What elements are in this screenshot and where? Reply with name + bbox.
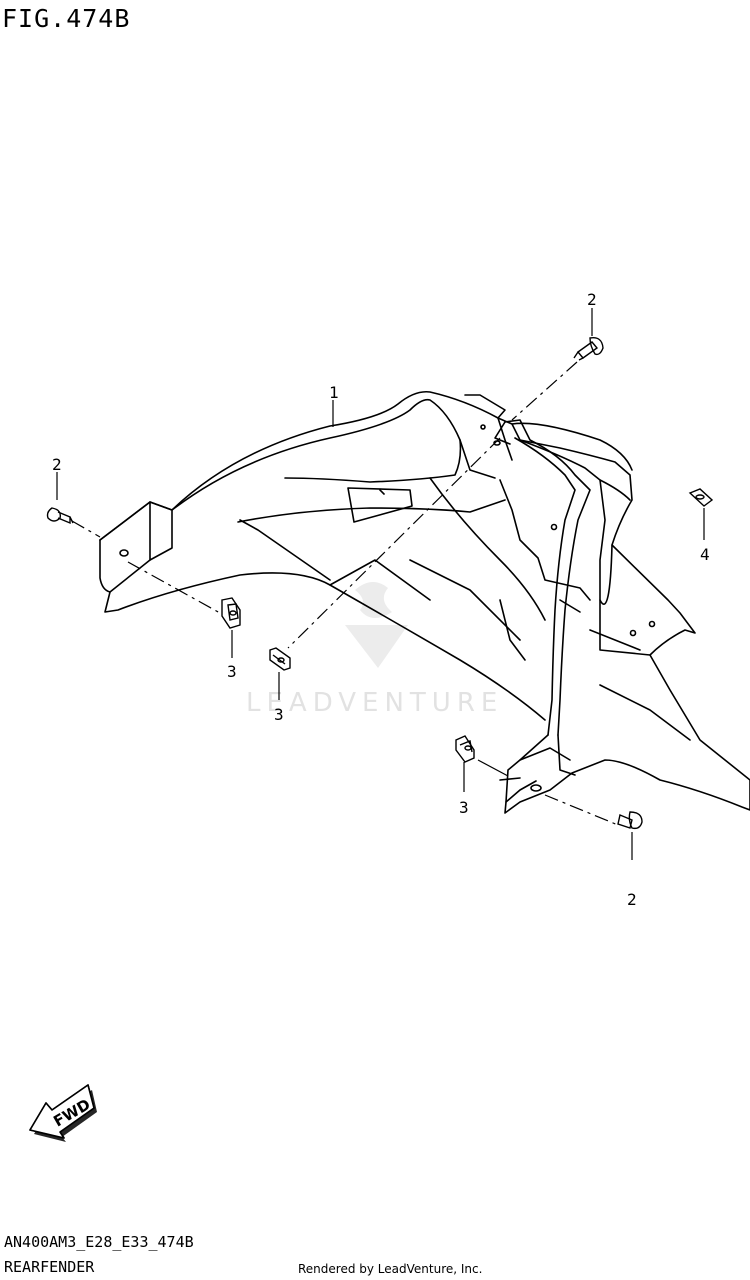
leadventure-watermark: LEADVENTURE [246, 581, 503, 718]
bolt-top[interactable] [573, 337, 604, 361]
figure-title: FIG.474B [2, 4, 131, 33]
diagram-code: AN400AM3_E28_E33_474B [4, 1233, 194, 1251]
rendered-by-footer: Rendered by LeadVenture, Inc. [298, 1262, 483, 1276]
callout-part-3-center: 3 [274, 705, 284, 724]
callout-part-4: 4 [700, 545, 710, 564]
callout-part-3-left: 3 [227, 662, 237, 681]
bolt-bottom[interactable] [617, 811, 643, 830]
fastener-dashed-lines [71, 361, 619, 826]
diagram-name: REARFENDER [4, 1258, 95, 1276]
bolt-left[interactable] [46, 507, 74, 525]
rear-fender-part[interactable] [99, 390, 750, 814]
fastener-solid-lines [477, 759, 509, 777]
clip-nut-center[interactable] [269, 647, 291, 671]
callout-part-2-bottom: 2 [627, 890, 637, 909]
clip-nut-right[interactable] [455, 735, 475, 763]
callout-leaders [56, 308, 705, 860]
washer-part[interactable] [688, 488, 714, 507]
fwd-arrow-icon: FWD [29, 1084, 97, 1142]
callout-part-2-left: 2 [52, 455, 62, 474]
callout-part-3-right: 3 [459, 798, 469, 817]
callout-part-1: 1 [329, 383, 339, 402]
watermark-text: LEADVENTURE [246, 688, 503, 718]
clip-nut-left[interactable] [221, 597, 241, 629]
callout-part-2-top: 2 [587, 290, 597, 309]
